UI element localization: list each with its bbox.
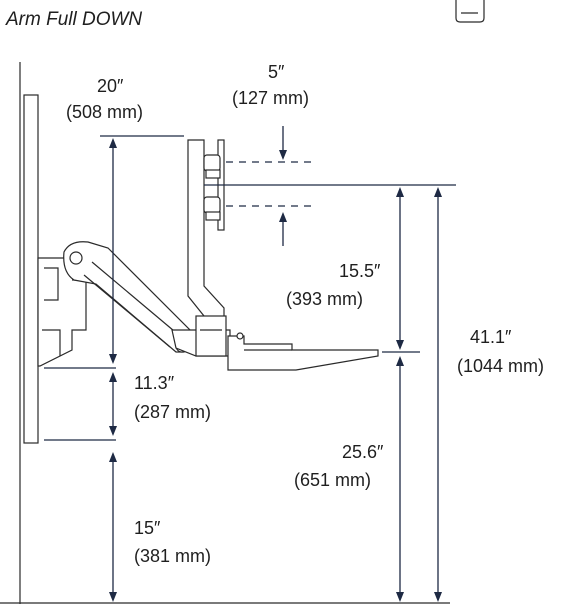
mount-height-imperial: 15″ <box>134 518 161 538</box>
diagram-title: Arm Full DOWN <box>5 9 142 30</box>
monitor-to-keyboard-metric: (393 mm) <box>286 289 363 309</box>
arm-reach-imperial: 20″ <box>97 76 124 96</box>
tilt-offset-imperial: 5″ <box>268 62 285 82</box>
dimension-mount-height: 15″ (381 mm) <box>109 452 211 602</box>
keyboard-height-metric: (651 mm) <box>294 470 371 490</box>
dimension-monitor-to-keyboard: 15.5″ (393 mm) <box>286 187 404 350</box>
arm-pivot-joint <box>69 251 83 265</box>
wall-rail <box>23 94 39 444</box>
mount-height-metric: (381 mm) <box>134 546 211 566</box>
tilt-offset-metric: (127 mm) <box>232 88 309 108</box>
orientation-thumbnail-icon <box>455 0 485 23</box>
dimension-arm-reach: 20″ (508 mm) <box>66 76 143 364</box>
reference-lines <box>44 135 456 441</box>
keyboard-height-imperial: 25.6″ <box>342 442 384 462</box>
total-height-metric: (1044 mm) <box>457 356 544 376</box>
dimension-tilt-offset: 5″ (127 mm) <box>232 62 309 246</box>
arm-reach-metric: (508 mm) <box>66 102 143 122</box>
total-height-imperial: 41.1″ <box>470 327 512 347</box>
monitor-to-keyboard-imperial: 15.5″ <box>339 261 381 281</box>
arm-to-mount-metric: (287 mm) <box>134 402 211 422</box>
keyboard-tray <box>227 332 379 371</box>
wall <box>0 62 450 604</box>
dimension-arm-to-mount: 11.3″ (287 mm) <box>109 372 211 436</box>
monitor-column <box>187 139 227 357</box>
articulating-arm <box>63 241 231 357</box>
dimension-keyboard-height: 25.6″ (651 mm) <box>294 356 404 602</box>
arm-to-mount-imperial: 11.3″ <box>134 373 175 393</box>
dimension-total-height: 41.1″ (1044 mm) <box>434 187 544 602</box>
